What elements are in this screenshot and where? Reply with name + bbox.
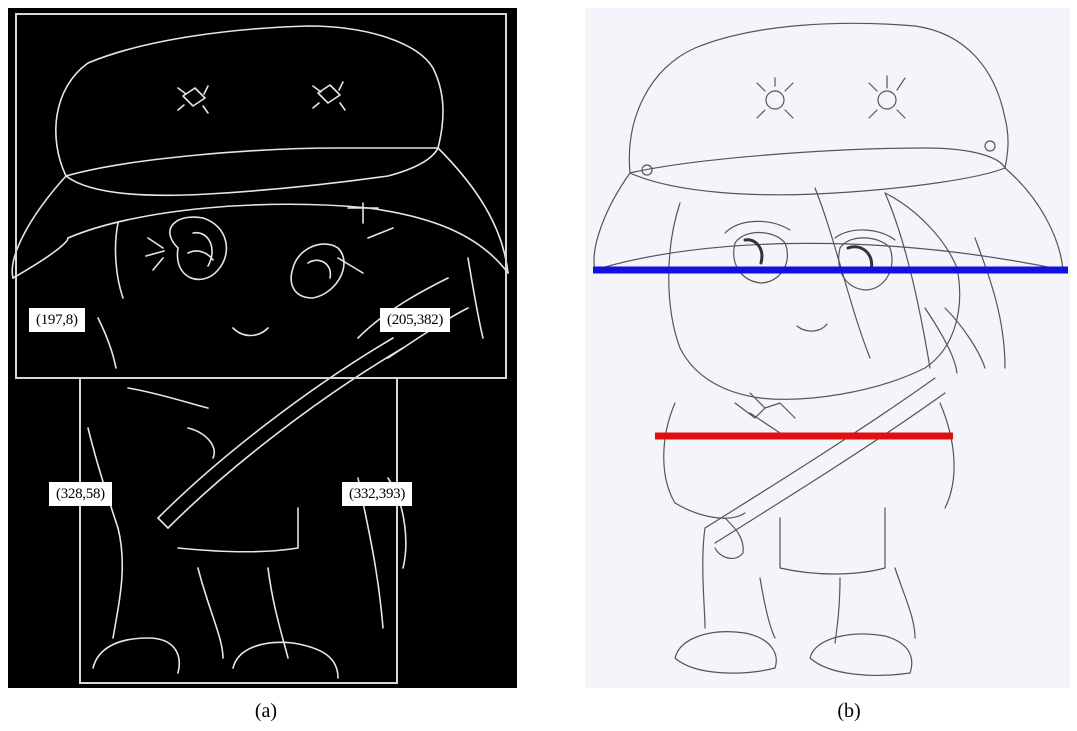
coord-label-bottom-left: (328,58) — [49, 482, 112, 506]
caption-a: (a) — [254, 700, 278, 722]
sketch-panel — [585, 8, 1070, 688]
caption-b: (b) — [837, 700, 861, 722]
edge-map-drawing — [11, 13, 509, 684]
coord-label-bottom-right: (332,393) — [342, 482, 413, 506]
sketch-drawing — [593, 22, 1068, 676]
edge-map-panel: (197,8) (205,382) (328,58) (332,393) — [8, 8, 517, 688]
coord-label-top-right: (205,382) — [380, 308, 451, 332]
coord-label-top-left: (197,8) — [29, 308, 85, 332]
